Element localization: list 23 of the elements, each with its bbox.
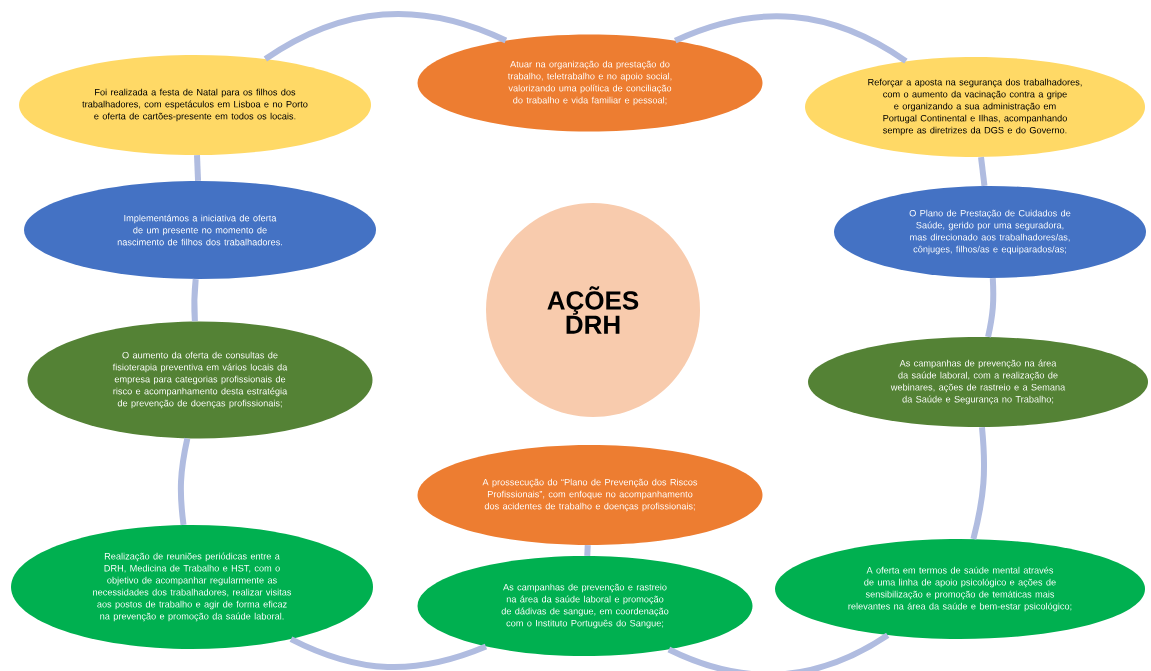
connector xyxy=(194,155,202,181)
connector xyxy=(191,278,199,322)
connector xyxy=(584,545,591,556)
ellipse-node: O aumento da oferta de consultas de fisioterapia preventiva em vários locais da empresa para categorias profissionais de risco e acompanhamento desta estratégia de prevenção de doenças profissionais; xyxy=(27,321,373,439)
connector xyxy=(289,636,487,670)
ellipse-node: Atuar na organização da prestação do trabalho, teletrabalho e no apoio social, valorizando uma política de conciliação do trabalho e vida familiar e pessoal; xyxy=(417,34,763,132)
ellipse-node: Implementámos a iniciativa de oferta de um presente no momento de nascimento de filhos dos trabalhadores. xyxy=(24,181,376,279)
ellipse-node: As campanhas de prevenção na área da saúde laboral, com a realização de webinares, ações de rastreio e a Semana da Saúde e Segurança no Trabalho; xyxy=(808,337,1148,427)
connector xyxy=(985,278,997,338)
ellipse-node: Realização de reuniões periódicas entre a DRH, Medicina de Trabalho e HST, com o objetivo de acompanhar regularmente as necessidades dos trabalhadores, realizar visitas aos postos de trabalho e agir de forma eficaz na prevenção e promoção da saúde laboral. xyxy=(11,525,373,649)
connector xyxy=(667,632,890,671)
ellipse-node: A prossecução do “Plano de Prevenção dos Riscos Profissionais”, com enfoque no acompanhamento dos acidentes de trabalho e doenças profissionais; xyxy=(417,445,763,545)
circle-node: AÇÕES DRH xyxy=(486,203,700,417)
connector xyxy=(674,13,908,64)
connector xyxy=(970,426,988,540)
ellipse-node: O Plano de Prestação de Cuidados de Saúde, gerido por uma seguradora, mas direcionado aos trabalhadores/as, cônjuges, filhos/as e equiparados/as; xyxy=(834,186,1146,278)
connector xyxy=(263,10,508,62)
connector xyxy=(978,156,988,187)
ellipse-node: As campanhas de prevenção e rastreio na área da saúde laboral e promoção de dádivas de sangue, em coordenação com o Instituto Português do Sangue; xyxy=(417,556,753,656)
ellipse-node: Foi realizada a festa de Natal para os filhos dos trabalhadores, com espetáculos em Lisboa e no Porto e oferta de cartões-presente em todos os locais. xyxy=(19,55,371,155)
connector xyxy=(177,437,191,526)
ellipse-node: Reforçar a aposta na segurança dos trabalhadores, com o aumento da vacinação contra a gripe e organizando a sua administração em Portugal Continental e Ilhas, acompanhando sempre as diretrizes da DGS e do Governo. xyxy=(805,57,1145,157)
ellipse-node: A oferta em termos de saúde mental através de uma linha de apoio psicológico e ações de sensibilização e promoção de temáticas mais relevantes na área da saúde e bem-estar psicológico; xyxy=(775,539,1145,639)
